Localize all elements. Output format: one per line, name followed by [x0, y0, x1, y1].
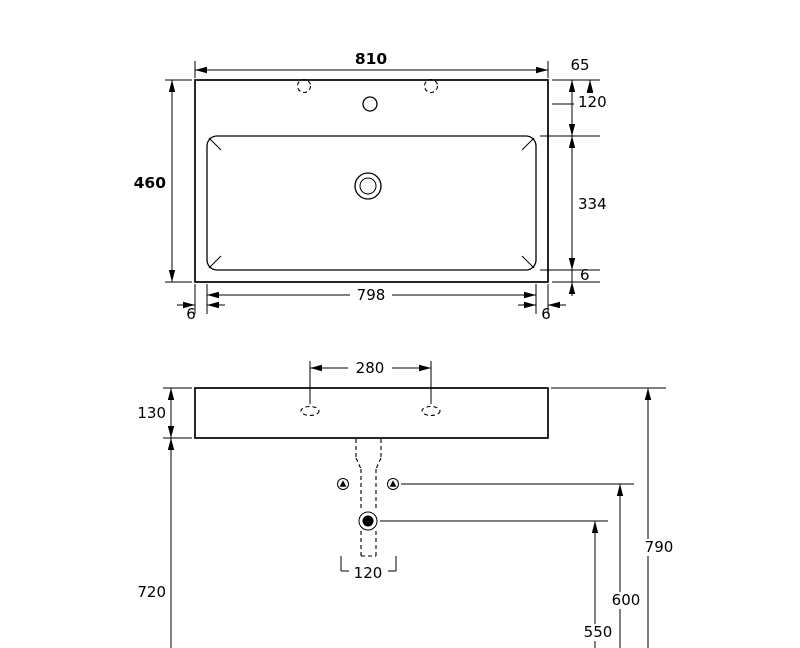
waste-pipe-hidden — [355, 457, 362, 470]
tap-hole — [362, 96, 378, 112]
top-view-outline — [194, 78, 549, 283]
waste-pipe-hidden — [375, 457, 382, 470]
dim-overall-depth-label: 460 — [134, 174, 167, 192]
top-view-dimension-lines — [165, 61, 600, 314]
dim-rear-wall-label: 6 — [580, 266, 590, 284]
dim-inner-width-label: 798 — [357, 286, 386, 304]
top-view-dimension-labels: 810 460 65 120 334 6 798 6 6 — [134, 50, 607, 323]
fixing-triangle-icon — [339, 480, 347, 487]
bowl-corner-chamfer — [521, 255, 535, 269]
drain-hole-outer — [354, 172, 382, 200]
dim-underside-height-label: 720 — [137, 583, 166, 601]
drain-hole-inner — [359, 177, 377, 195]
dim-bowl-depth-label: 334 — [578, 195, 607, 213]
tap-hole-front-right — [421, 405, 441, 417]
basin-body-front — [194, 387, 549, 439]
dim-tap-offset-label: 65 — [570, 56, 589, 74]
tap-hole-front-left — [300, 405, 320, 417]
dim-overall-width-label: 810 — [355, 50, 388, 68]
waste-outlet-ring — [358, 511, 378, 531]
fixing-point-right — [387, 478, 399, 490]
dim-drain-width-label: 120 — [354, 564, 383, 582]
dim-right-wall-label: 6 — [541, 305, 551, 323]
front-view-outline — [194, 387, 549, 572]
bowl-corner-chamfer — [208, 137, 222, 151]
basin-outer-edge — [194, 79, 549, 283]
fixing-point-left — [337, 478, 349, 490]
dim-deck-depth-label: 120 — [578, 93, 607, 111]
front-view-dimension-labels: 280 130 720 790 600 550 120 — [137, 359, 676, 641]
bowl-corner-chamfer — [521, 137, 535, 151]
dim-overall-height-label: 790 — [645, 538, 674, 556]
fixing-triangle-icon — [389, 480, 397, 487]
bowl-corner-chamfer — [208, 255, 222, 269]
dim-body-height-label: 130 — [137, 404, 166, 422]
waste-outlet — [362, 515, 374, 527]
optional-tap-hole-left — [296, 78, 312, 94]
dim-trap-height-label: 550 — [584, 623, 613, 641]
front-view-dimension-lines — [163, 361, 666, 648]
dim-tap-spacing-label: 280 — [356, 359, 385, 377]
dim-left-wall-label: 6 — [186, 305, 196, 323]
optional-tap-hole-right — [423, 78, 439, 94]
basin-bowl-rim — [206, 135, 537, 271]
dim-fixing-height-label: 600 — [612, 591, 641, 609]
